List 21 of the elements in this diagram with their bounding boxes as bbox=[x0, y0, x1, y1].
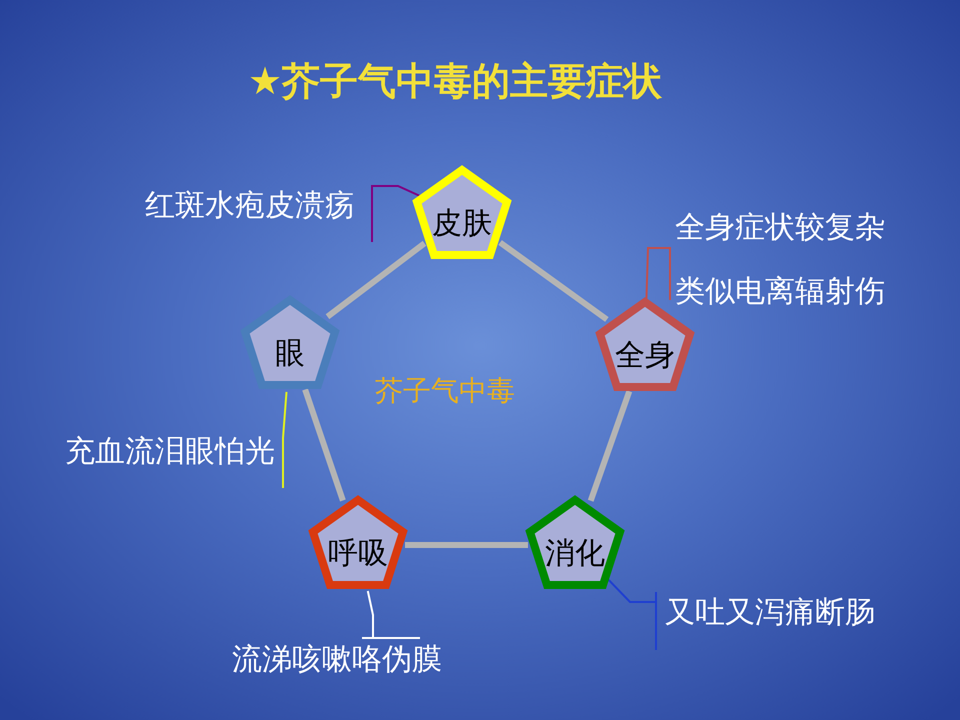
callout-text: 全身症状较复杂 bbox=[675, 210, 885, 246]
leader-line bbox=[282, 392, 288, 489]
pentagon: 消化 bbox=[525, 495, 625, 590]
callout-text: 又吐又泻痛断肠 bbox=[656, 595, 875, 631]
center-label: 芥子气中毒 bbox=[375, 373, 515, 409]
connector-line bbox=[498, 240, 609, 322]
pentagon: 呼吸 bbox=[308, 495, 408, 590]
leader-line bbox=[371, 185, 420, 243]
leader-line bbox=[645, 247, 671, 301]
leader-line bbox=[606, 578, 657, 651]
callout-text: 充血流泪眼怕光 bbox=[65, 434, 283, 470]
pentagon: 眼 bbox=[240, 295, 340, 390]
leader-line bbox=[361, 590, 421, 639]
connector-line bbox=[326, 240, 426, 320]
connector-line bbox=[405, 542, 528, 548]
pentagon: 皮肤 bbox=[412, 165, 512, 260]
title: ★芥子气中毒的主要症状 bbox=[246, 58, 664, 105]
connector-line bbox=[302, 388, 346, 502]
connector-line bbox=[588, 390, 632, 502]
callout-text: 红斑水疱皮溃疡 bbox=[145, 188, 372, 224]
callout-text: 流涕咳嗽咯伪膜 bbox=[232, 638, 442, 678]
